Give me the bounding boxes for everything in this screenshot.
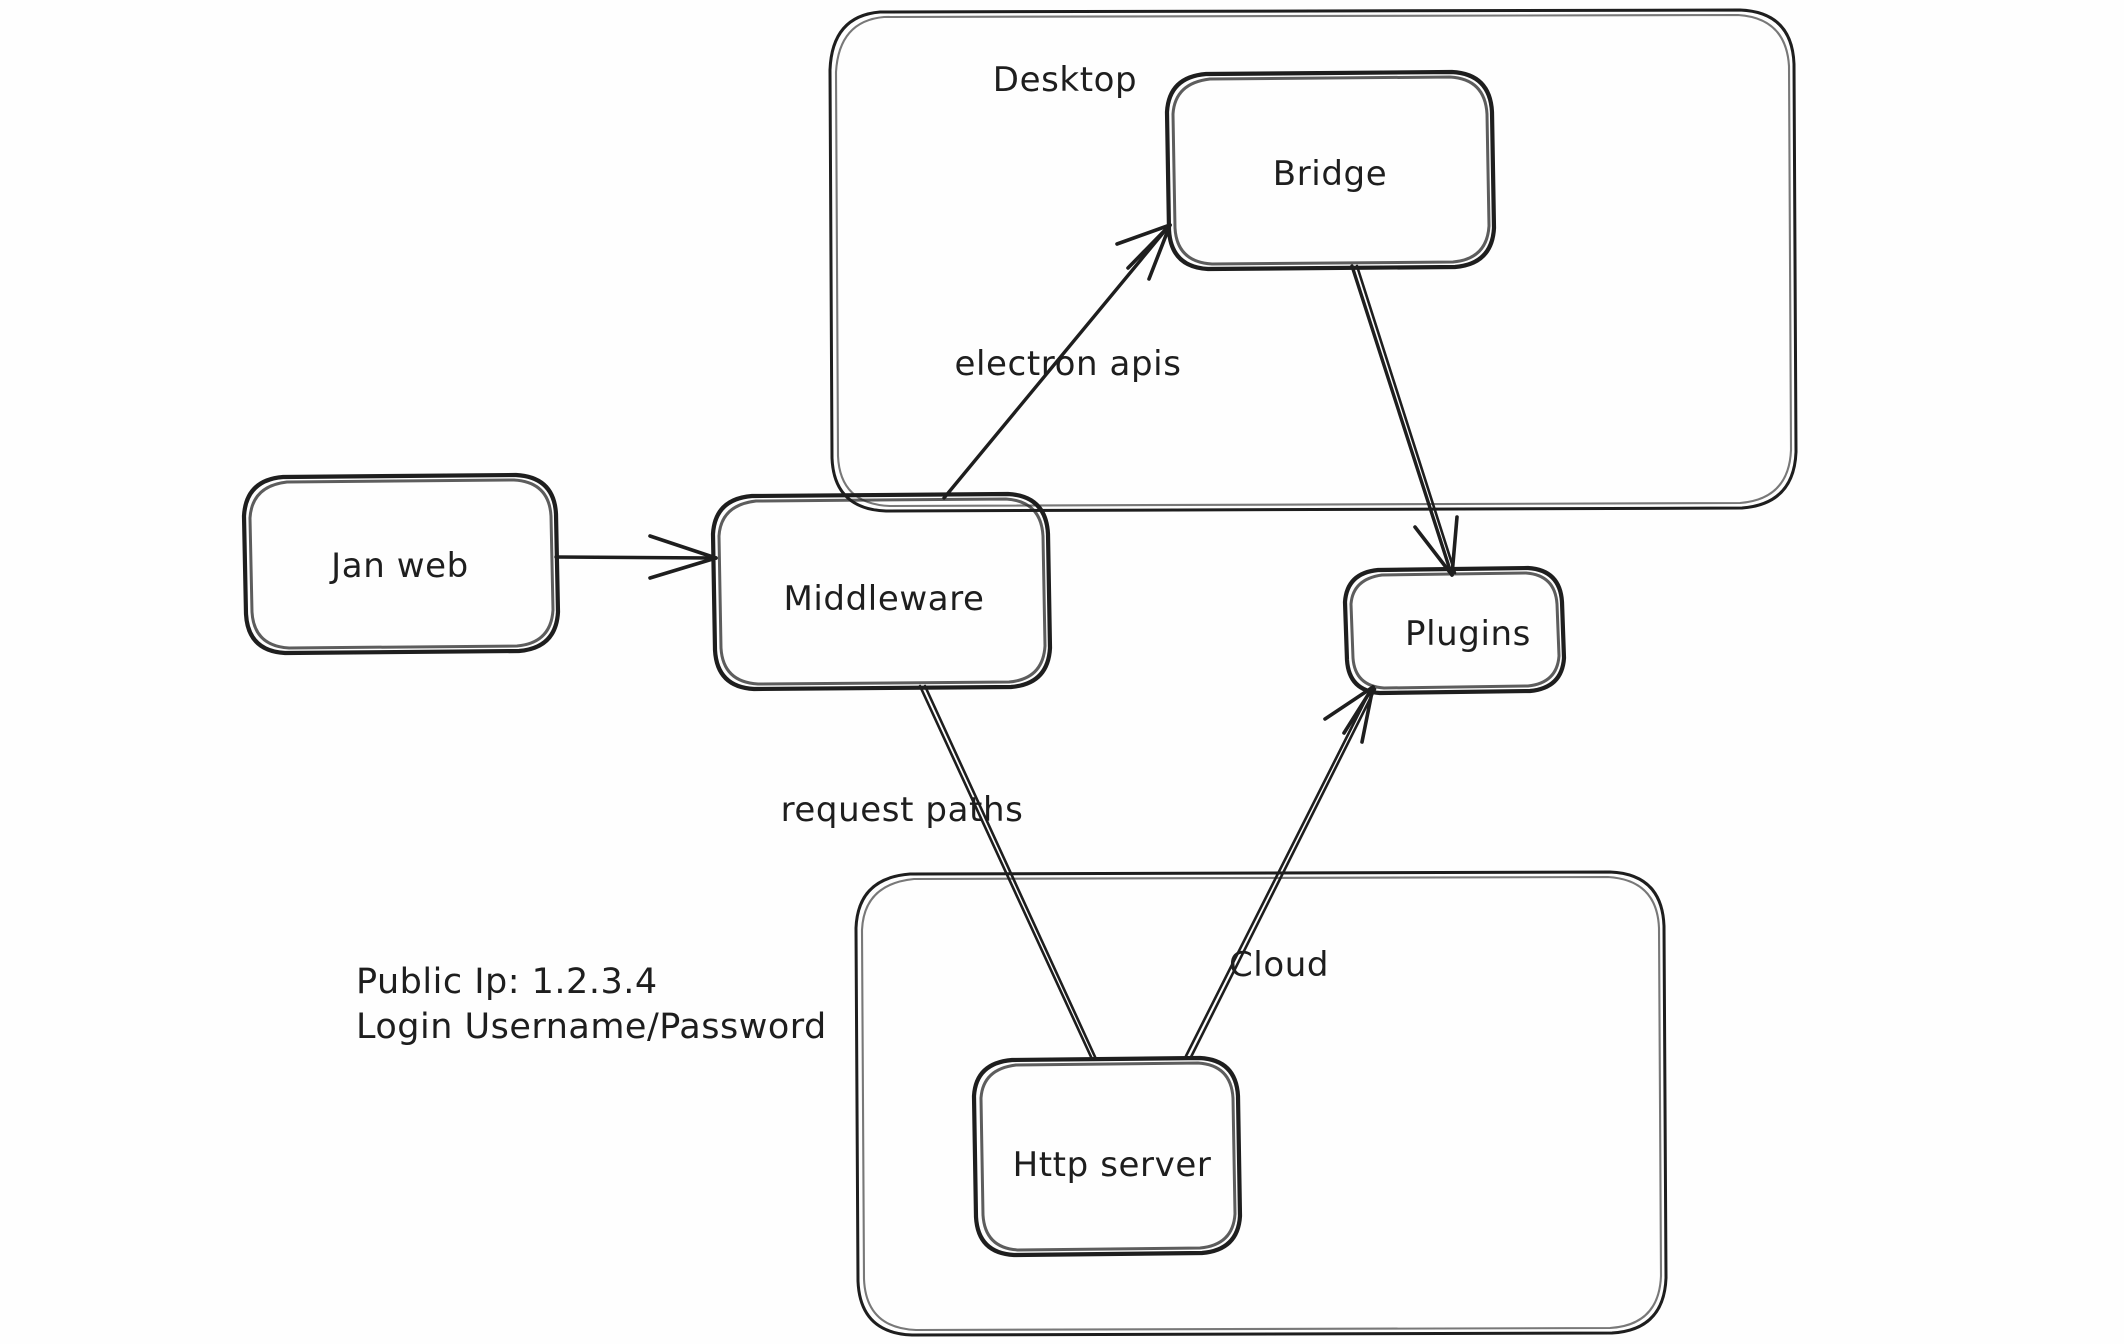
connection-notes: Public Ip: 1.2.3.4 Login Username/Passwo… <box>356 960 827 1050</box>
edge-middleware-to-bridge[interactable] <box>942 223 1172 500</box>
edge-janweb-to-middleware[interactable] <box>554 534 718 580</box>
node-middleware-outline[interactable] <box>710 491 1053 692</box>
group-label-desktop: Desktop <box>992 60 1138 100</box>
node-label-jan-web: Jan web <box>331 546 469 586</box>
edge-httpserver-to-plugins[interactable] <box>1184 685 1377 1059</box>
edge-middleware-to-httpserver[interactable] <box>918 684 1098 1061</box>
node-bridge-outline[interactable] <box>1164 69 1497 272</box>
node-label-plugins: Plugins <box>1405 614 1531 654</box>
group-label-cloud: Cloud <box>1228 945 1330 985</box>
edge-label-electron-apis: electron apis <box>954 344 1182 384</box>
node-label-bridge: Bridge <box>1272 154 1388 194</box>
node-label-http-server: Http server <box>1012 1145 1212 1185</box>
edge-bridge-to-plugins[interactable] <box>1350 264 1459 577</box>
group-desktop-outline[interactable] <box>828 8 1798 513</box>
node-label-middleware: Middleware <box>783 579 985 619</box>
edge-label-request-paths: request paths <box>780 790 1024 830</box>
node-jan-web-outline[interactable] <box>241 472 561 656</box>
note-login-credentials: Login Username/Password <box>356 1006 827 1047</box>
note-public-ip: Public Ip: 1.2.3.4 <box>356 962 658 1002</box>
node-plugins-outline[interactable] <box>1342 565 1567 696</box>
node-http-server-outline[interactable] <box>971 1055 1243 1258</box>
group-cloud-outline[interactable] <box>854 870 1668 1337</box>
